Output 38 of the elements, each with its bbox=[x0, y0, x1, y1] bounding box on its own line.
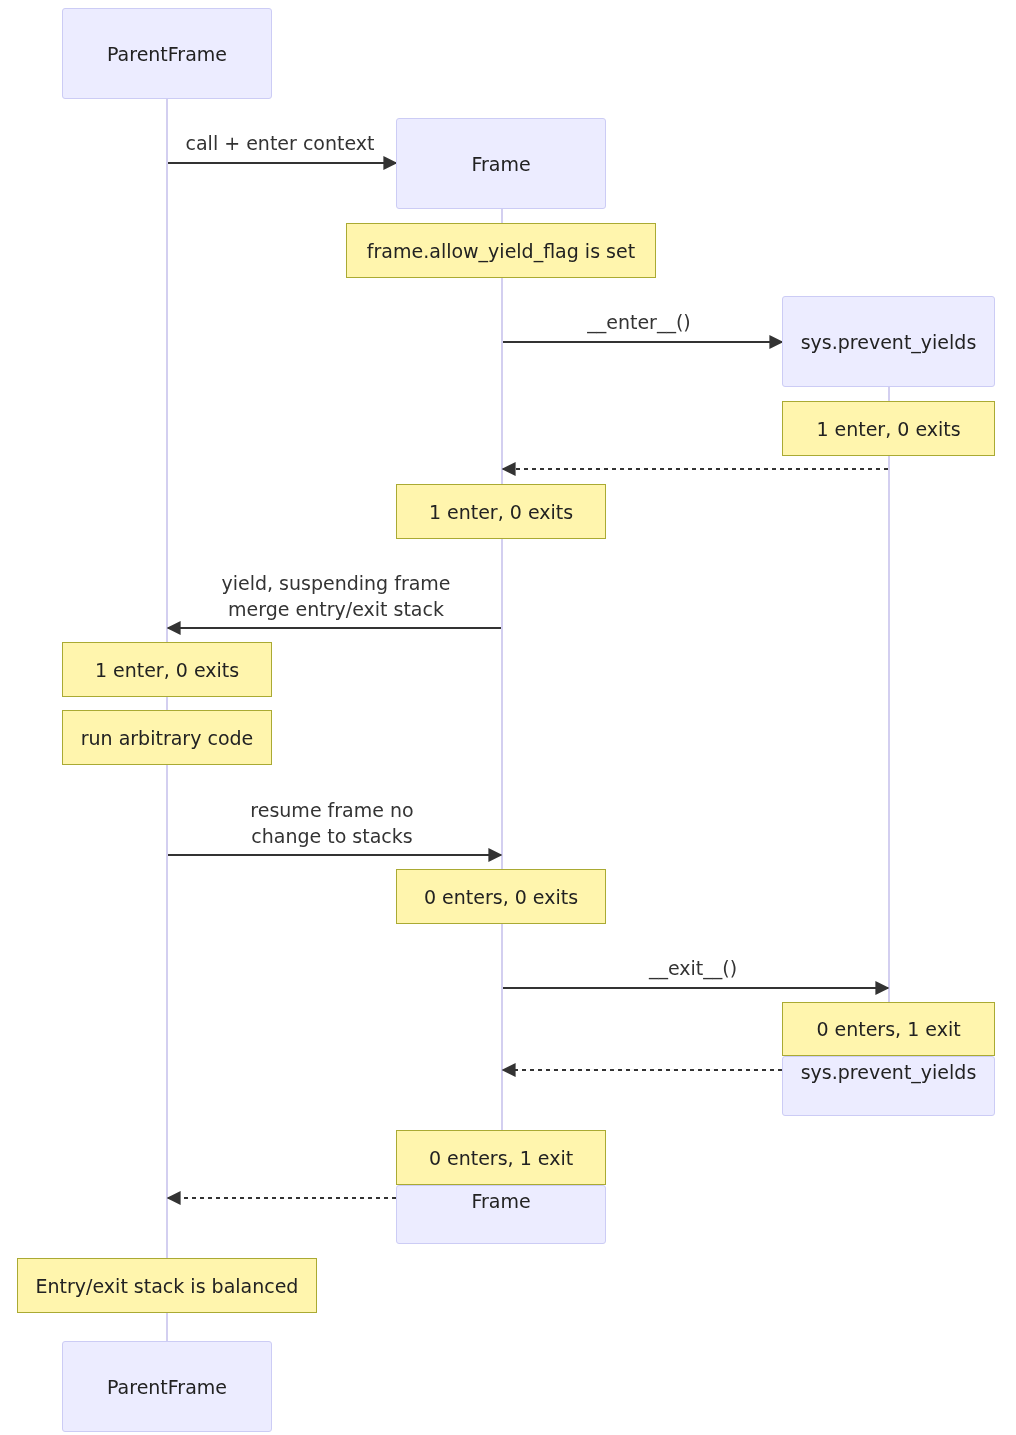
return-arrow bbox=[501, 1063, 783, 1077]
lifeline bbox=[501, 539, 503, 869]
edge-label: __exit__() bbox=[648, 956, 738, 982]
lifeline bbox=[501, 924, 503, 1130]
note-box: Entry/exit stack is balanced bbox=[17, 1258, 317, 1313]
message-arrow bbox=[167, 848, 503, 862]
lifeline bbox=[166, 99, 168, 642]
note-box: 0 enters, 1 exit bbox=[782, 1002, 995, 1056]
edge-label: resume frame no change to stacks bbox=[249, 797, 415, 849]
note-box: 0 enters, 0 exits bbox=[396, 869, 606, 924]
lifeline bbox=[166, 697, 168, 710]
lifeline bbox=[501, 209, 503, 223]
return-arrow bbox=[166, 1191, 397, 1205]
edge-label: yield, suspending frame merge entry/exit stack bbox=[220, 570, 452, 622]
participant-box: Frame bbox=[396, 118, 606, 209]
participant-box: sys.prevent_yields bbox=[782, 1056, 995, 1116]
message-arrow bbox=[502, 981, 890, 995]
note-box: 0 enters, 1 exit bbox=[396, 1130, 606, 1185]
note-box: run arbitrary code bbox=[62, 710, 272, 765]
message-arrow bbox=[166, 621, 502, 635]
message-arrow bbox=[502, 335, 784, 349]
edge-label: call + enter context bbox=[185, 131, 375, 157]
participant-box: Frame bbox=[396, 1185, 606, 1244]
edge-label: __enter__() bbox=[587, 310, 691, 336]
participant-box: sys.prevent_yields bbox=[782, 296, 995, 387]
lifeline bbox=[888, 387, 890, 401]
lifeline bbox=[166, 1313, 168, 1341]
message-arrow bbox=[167, 156, 398, 170]
participant-box: ParentFrame bbox=[62, 8, 272, 99]
lifeline bbox=[888, 456, 890, 1002]
return-arrow bbox=[501, 462, 889, 476]
participant-box: ParentFrame bbox=[62, 1341, 272, 1432]
lifeline bbox=[166, 765, 168, 1258]
note-box: 1 enter, 0 exits bbox=[782, 401, 995, 456]
note-box: 1 enter, 0 exits bbox=[396, 484, 606, 539]
note-box: 1 enter, 0 exits bbox=[62, 642, 272, 697]
note-box: frame.allow_yield_flag is set bbox=[346, 223, 656, 278]
lifeline bbox=[501, 278, 503, 484]
